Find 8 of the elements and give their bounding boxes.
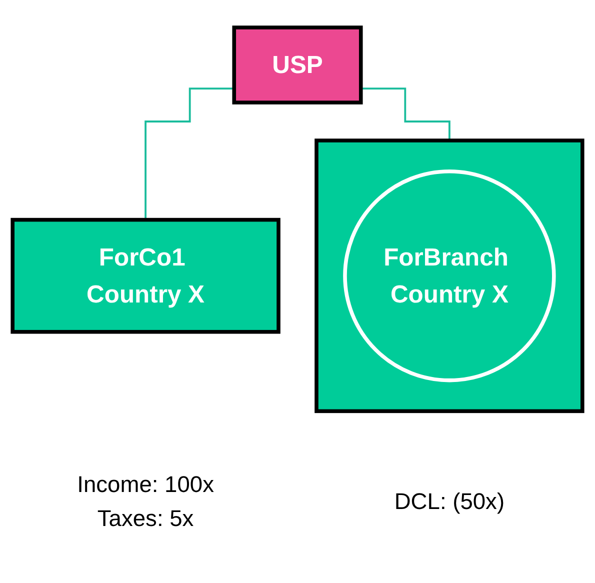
node-label: DCL: (50x) <box>394 489 505 515</box>
node-box: ForCo1 Country X <box>10 218 280 334</box>
node-circle: ForBranch Country X <box>343 169 556 382</box>
node-label: Income: 100x <box>77 472 214 498</box>
connector <box>360 88 450 142</box>
node-box: USP <box>232 26 363 104</box>
cluster <box>314 138 584 414</box>
node-label: Taxes: 5x <box>97 506 194 532</box>
